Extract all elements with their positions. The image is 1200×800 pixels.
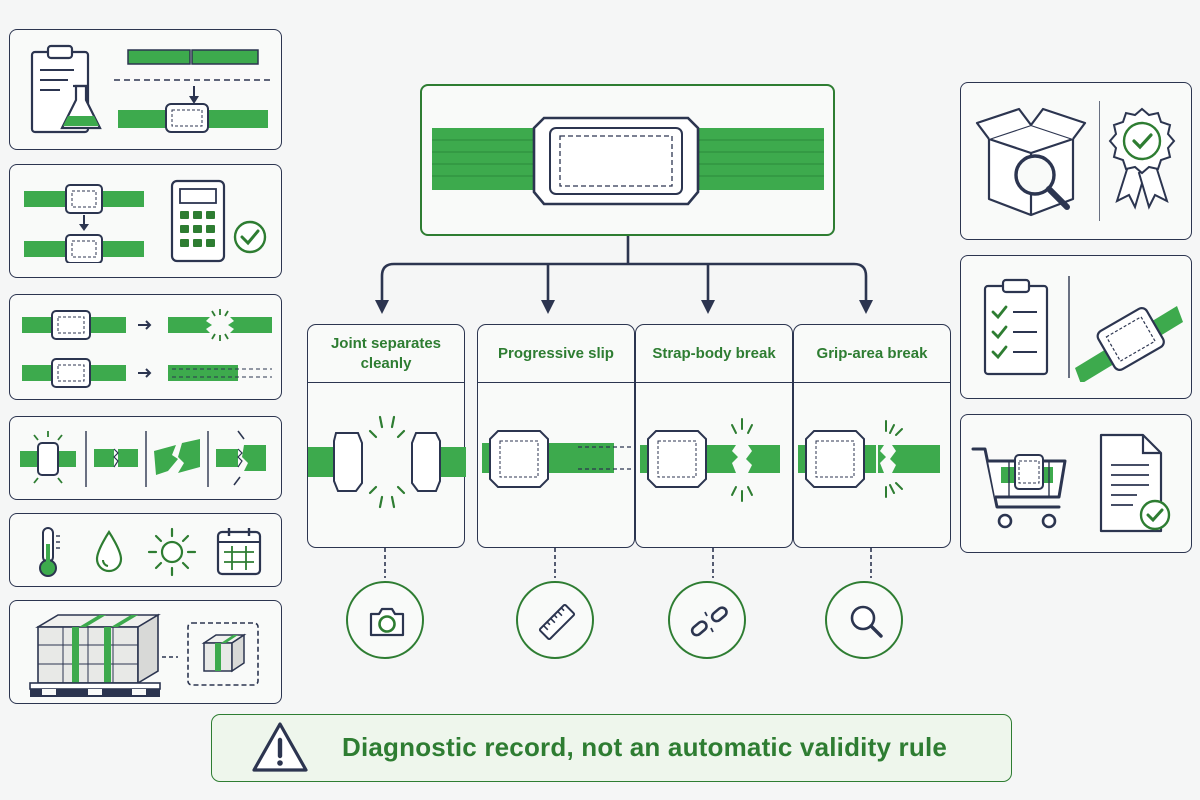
left-panel-load-unit — [9, 600, 282, 704]
water-drop-icon — [95, 530, 123, 573]
right-panel-inspection — [960, 82, 1192, 240]
mode-label-joint-separates: Joint separates cleanly — [308, 325, 464, 383]
center-hero-panel — [420, 84, 835, 236]
mode-label-progressive-slip: Progressive slip — [478, 325, 634, 383]
strap-break-icon — [22, 309, 272, 341]
tool-circle-magnifier — [825, 581, 903, 659]
right-panel-checklist — [960, 255, 1192, 399]
tool-circle-ruler — [516, 581, 594, 659]
warning-text: Diagnostic record, not an automatic vali… — [342, 732, 948, 762]
connector-tree — [375, 236, 873, 314]
shopping-cart-icon — [971, 447, 1067, 529]
strap-tear-icons — [85, 430, 266, 487]
certificate-document-icon — [1099, 433, 1171, 533]
award-badge-icon — [1099, 101, 1176, 221]
calculator-icon — [170, 179, 226, 263]
box-inspection-icon — [975, 107, 1087, 217]
ruler-icon — [538, 603, 576, 641]
left-panel-test-setup — [9, 29, 282, 150]
thermometer-icon — [39, 527, 60, 577]
left-panel-environment — [9, 513, 282, 587]
strap-compare-icon — [24, 184, 144, 263]
tool-circle-camera — [346, 581, 424, 659]
magnifier-icon — [850, 605, 883, 638]
pallet-load-icon — [29, 613, 178, 697]
clipboard-flask-icon — [30, 44, 102, 134]
broken-chain-icon — [690, 606, 728, 637]
mode-card-progressive-slip: Progressive slip — [477, 324, 635, 548]
mode-label-strap-body-break: Strap-body break — [636, 325, 792, 383]
strap-slip-icon — [22, 358, 272, 388]
strapped-seal-icon — [1068, 276, 1183, 382]
single-box-icon — [187, 622, 259, 686]
mode-card-strap-body-break: Strap-body break — [635, 324, 793, 548]
sun-icon — [147, 527, 197, 577]
grip-area-break-illustration — [798, 420, 940, 498]
right-panel-purchase — [960, 414, 1192, 553]
left-panel-failure-types — [9, 416, 282, 500]
progressive-slip-illustration — [482, 430, 632, 488]
camera-icon — [369, 607, 405, 637]
joint-spark-icon — [20, 431, 76, 484]
strap-body-break-illustration — [640, 418, 780, 502]
warning-banner: Diagnostic record, not an automatic vali… — [211, 714, 1012, 782]
tool-circle-broken-chain — [668, 581, 746, 659]
mode-label-grip-area-break: Grip-area break — [794, 325, 950, 383]
strap-join-process-icon — [114, 49, 274, 133]
mode-card-grip-area-break: Grip-area break — [793, 324, 951, 548]
left-panel-calculation — [9, 164, 282, 278]
mode-card-joint-separates: Joint separates cleanly — [307, 324, 466, 548]
tool-connectors — [384, 548, 872, 578]
check-circle-icon — [233, 220, 267, 254]
joint-separation-illustration — [308, 415, 466, 509]
checklist-icon — [983, 278, 1049, 376]
left-panel-break-vs-slip — [9, 294, 282, 400]
warning-triangle-icon — [252, 722, 308, 772]
strap-with-seal-joint-icon — [432, 116, 824, 206]
calendar-icon — [216, 528, 262, 576]
